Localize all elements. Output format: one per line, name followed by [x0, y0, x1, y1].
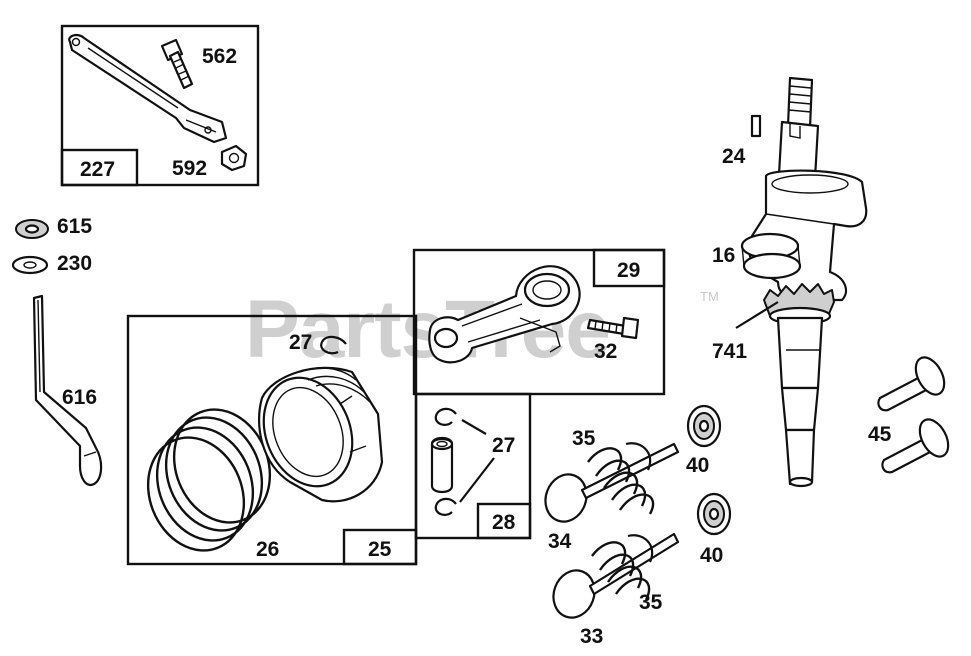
kit-box-29: 29 32	[412, 248, 666, 396]
part-label-741: 741	[712, 340, 747, 363]
part-label-35-lower: 35	[639, 591, 663, 614]
part-label-616: 616	[62, 386, 97, 409]
part-label-34: 34	[548, 530, 572, 553]
kit-box-28: 28 27	[414, 392, 532, 540]
bolt-562	[160, 38, 194, 90]
connecting-rod	[428, 265, 581, 364]
piston	[258, 366, 384, 503]
part-label-24: 24	[722, 145, 746, 168]
box-label-25: 25	[368, 538, 392, 561]
seal-615	[15, 219, 49, 239]
tappet-45-lower	[881, 418, 950, 474]
part-label-16: 16	[712, 244, 735, 267]
retainer-40-upper	[686, 404, 722, 448]
washer-230	[11, 255, 49, 275]
tappet-45-upper	[877, 356, 946, 412]
part-label-33: 33	[580, 625, 603, 648]
box-label-28: 28	[492, 511, 516, 534]
part-label-615: 615	[57, 215, 92, 238]
governor-shaft-616	[32, 294, 103, 486]
leader-741	[735, 301, 779, 329]
part-label-562: 562	[202, 45, 237, 68]
part-label-592: 592	[172, 157, 207, 180]
part-label-35-upper: 35	[572, 427, 596, 450]
part-label-32: 32	[594, 340, 617, 363]
circlip-27-pair	[434, 407, 495, 516]
valve-spring-lower	[591, 534, 654, 601]
rod-bolt-32	[586, 316, 640, 340]
part-label-27-lower: 27	[492, 434, 515, 457]
wrist-pin	[430, 436, 454, 494]
part-label-45: 45	[868, 423, 892, 446]
crankshaft	[740, 76, 868, 488]
control-bracket	[68, 33, 228, 144]
part-label-40-upper: 40	[686, 454, 709, 477]
valve-spring-upper	[587, 442, 655, 515]
watermark-tm: TM	[700, 289, 719, 304]
box-label-29: 29	[617, 259, 640, 282]
circlip-27	[320, 335, 347, 355]
key-24	[750, 114, 762, 138]
part-label-27-upper: 27	[289, 331, 312, 354]
part-label-230: 230	[57, 252, 92, 275]
kit-box-227: 227 562 592	[60, 24, 260, 187]
box-label-227: 227	[80, 158, 115, 181]
retainer-40-lower	[696, 492, 732, 536]
part-label-26: 26	[256, 538, 279, 561]
valve-upper	[544, 442, 680, 523]
part-label-40-lower: 40	[700, 544, 723, 567]
nut-592	[220, 144, 248, 172]
